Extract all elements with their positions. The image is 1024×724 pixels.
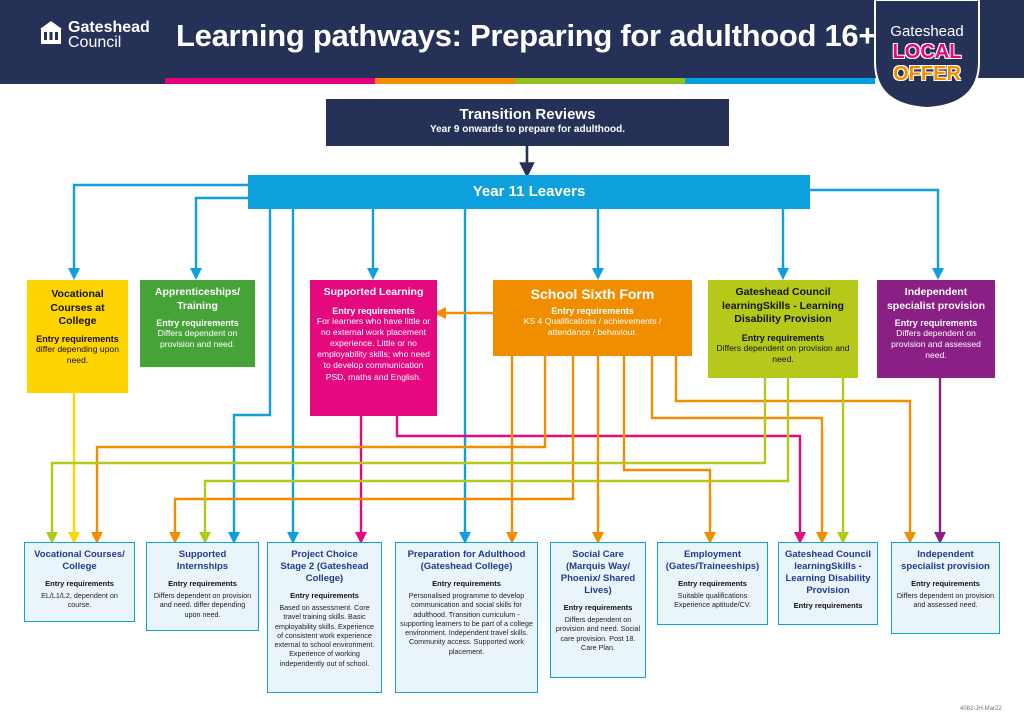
stripe-orange xyxy=(375,78,515,84)
badge-offer: OFFER xyxy=(893,63,961,85)
bottom-social-care-desc: Differs dependent on provision and need.… xyxy=(555,615,641,652)
bottom-employment-box: Employment (Gates/Traineeships) Entry re… xyxy=(657,542,768,625)
bottom-independent-box: Independent specialist provision Entry r… xyxy=(891,542,1000,634)
header-bar xyxy=(0,0,1024,78)
leavers-title: Year 11 Leavers xyxy=(472,183,586,200)
vocational-college-box: Vocational Courses at College Entry requ… xyxy=(27,280,128,393)
bottom-vocational-box: Vocational Courses/ College Entry requir… xyxy=(24,542,135,622)
bottom-project-choice-desc: Based on assessment. Core travel trainin… xyxy=(274,603,375,668)
bottom-project-choice-title: Project Choice Stage 2 (Gateshead Colleg… xyxy=(280,549,369,584)
vocational-desc: differ depending upon need. xyxy=(36,343,119,365)
bottom-social-care-box: Social Care (Marquis Way/ Phoenix/ Share… xyxy=(550,542,646,678)
bottom-employment-desc: Suitable qualifications Experience aptit… xyxy=(674,591,751,610)
sixth-form-desc: KS 4 Qualifications / achievements / att… xyxy=(523,316,662,338)
building-icon xyxy=(40,21,62,44)
bottom-social-care-req: Entry requirements xyxy=(563,603,633,612)
supported-learning-box: Supported Learning Entry requirements Fo… xyxy=(310,280,437,416)
sixth-form-box: School Sixth Form Entry requirements KS … xyxy=(493,280,692,356)
bottom-learning-skills-box: Gateshead Council learningSkills - Learn… xyxy=(778,542,878,625)
bottom-independent-req: Entry requirements xyxy=(911,579,980,588)
badge-gateshead: Gateshead xyxy=(890,23,964,40)
sixth-form-req: Entry requirements xyxy=(551,306,634,316)
bottom-internships-box: Supported Internships Entry requirements… xyxy=(146,542,259,631)
bottom-preparation-req: Entry requirements xyxy=(432,579,501,588)
transition-title: Transition Reviews xyxy=(459,106,596,123)
bottom-social-care-title: Social Care (Marquis Way/ Phoenix/ Share… xyxy=(560,549,636,596)
bottom-employment-title: Employment (Gates/Traineeships) xyxy=(665,549,760,572)
vocational-req: Entry requirements xyxy=(36,333,119,344)
apprenticeships-desc: Differs dependent on provision and need. xyxy=(157,328,238,350)
stripe-blue xyxy=(685,78,875,84)
supported-learning-title: Supported Learning xyxy=(323,286,424,298)
transition-reviews-box: Transition Reviews Year 9 onwards to pre… xyxy=(326,99,729,146)
bottom-employment-req: Entry requirements xyxy=(678,579,747,588)
stripe-navy xyxy=(0,78,165,84)
apprenticeships-title: Apprenticeships/ Training xyxy=(154,286,241,312)
learning-skills-req: Entry requirements xyxy=(741,332,825,343)
independent-desc: Differs dependent on provision and asses… xyxy=(891,328,981,361)
bottom-internships-desc: Differs dependent on provision and need.… xyxy=(153,591,252,619)
page-title: Learning pathways: Preparing for adultho… xyxy=(176,18,877,53)
year11-leavers-box: Year 11 Leavers xyxy=(248,175,810,209)
council-name: Gateshead Council xyxy=(68,19,150,51)
sixth-form-title: School Sixth Form xyxy=(530,286,655,302)
bottom-learning-skills-req: Entry requirements xyxy=(793,601,863,610)
bottom-internships-title: Supported Internships xyxy=(176,549,229,572)
bottom-vocational-desc: EL/L1/L2, dependent on course. xyxy=(41,591,118,610)
stripe-magenta xyxy=(165,78,375,84)
bottom-preparation-desc: Personalised programme to develop commun… xyxy=(400,591,533,656)
supported-learning-req: Entry requirements xyxy=(332,305,415,316)
independent-req: Entry requirements xyxy=(894,318,978,328)
bottom-learning-skills-title: Gateshead Council learningSkills - Learn… xyxy=(784,549,872,596)
bottom-preparation-title: Preparation for Adulthood (Gateshead Col… xyxy=(407,549,526,572)
badge-shield-icon xyxy=(874,0,980,110)
council-logo[interactable]: Gateshead Council xyxy=(40,19,150,51)
local-offer-badge[interactable]: Gateshead LOCAL OFFER xyxy=(872,0,982,110)
badge-local: LOCAL xyxy=(892,41,962,63)
learning-skills-box: Gateshead Council learningSkills - Learn… xyxy=(708,280,858,378)
bottom-project-choice-box: Project Choice Stage 2 (Gateshead Colleg… xyxy=(267,542,382,693)
bottom-preparation-box: Preparation for Adulthood (Gateshead Col… xyxy=(395,542,538,693)
vocational-title: Vocational Courses at College xyxy=(50,288,105,327)
supported-learning-desc: For learners who have little or no exter… xyxy=(316,315,431,382)
bottom-independent-desc: Differs dependent on provision and asses… xyxy=(896,591,995,610)
bottom-internships-req: Entry requirements xyxy=(168,579,237,588)
learning-skills-title: Gateshead Council learningSkills - Learn… xyxy=(722,286,844,325)
document-reference: 4082-JH-Mar22 xyxy=(960,706,1002,712)
apprenticeships-req: Entry requirements xyxy=(156,318,239,328)
transition-subtitle: Year 9 onwards to prepare for adulthood. xyxy=(429,124,626,135)
bottom-independent-title: Independent specialist provision xyxy=(901,549,990,572)
bottom-vocational-req: Entry requirements xyxy=(45,579,114,588)
stripe-green xyxy=(515,78,685,84)
independent-title: Independent specialist provision xyxy=(886,286,986,312)
learning-skills-desc: Differs dependent on provision and need. xyxy=(716,342,850,364)
bottom-vocational-title: Vocational Courses/ College xyxy=(34,549,125,572)
independent-specialist-box: Independent specialist provision Entry r… xyxy=(877,280,995,378)
bottom-project-choice-req: Entry requirements xyxy=(290,591,359,600)
apprenticeships-box: Apprenticeships/ Training Entry requirem… xyxy=(140,280,255,367)
